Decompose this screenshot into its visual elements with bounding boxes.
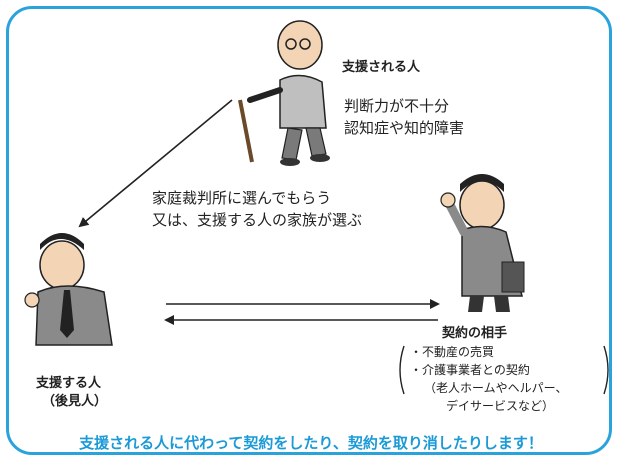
elderly-person-illustration xyxy=(238,20,330,166)
counterparty-item-1: ・不動産の売買 xyxy=(410,345,495,359)
guardian-title: 支援する人 xyxy=(36,376,102,391)
selection-arrow xyxy=(78,99,233,228)
supported-person-desc-1: 判断力が不十分 xyxy=(344,97,450,115)
guardian-illustration xyxy=(24,233,113,346)
counterparty-title: 契約の相手 xyxy=(442,326,508,341)
guardian-subtitle: （後見人） xyxy=(42,394,108,409)
list-bracket-left xyxy=(399,345,405,395)
counterparty-item-4: デイサービスなど） xyxy=(446,399,555,413)
selection-text-1: 家庭裁判所に選んでもらう xyxy=(152,189,332,207)
counterparty-illustration xyxy=(440,174,525,312)
footer-message: 支援される人に代わって契約をしたり、契約を取り消したりします！ xyxy=(79,434,543,452)
selection-text-2: 又は、支援する人の家族が選ぶ xyxy=(152,211,363,229)
list-bracket-right xyxy=(603,345,609,395)
supported-person-title: 支援される人 xyxy=(342,60,421,75)
supported-person-desc-2: 認知症や知的障害 xyxy=(344,119,465,137)
counterparty-item-3: （老人ホームやヘルパー、 xyxy=(424,381,568,395)
counterparty-item-2: ・介護事業者との契約 xyxy=(410,363,530,377)
